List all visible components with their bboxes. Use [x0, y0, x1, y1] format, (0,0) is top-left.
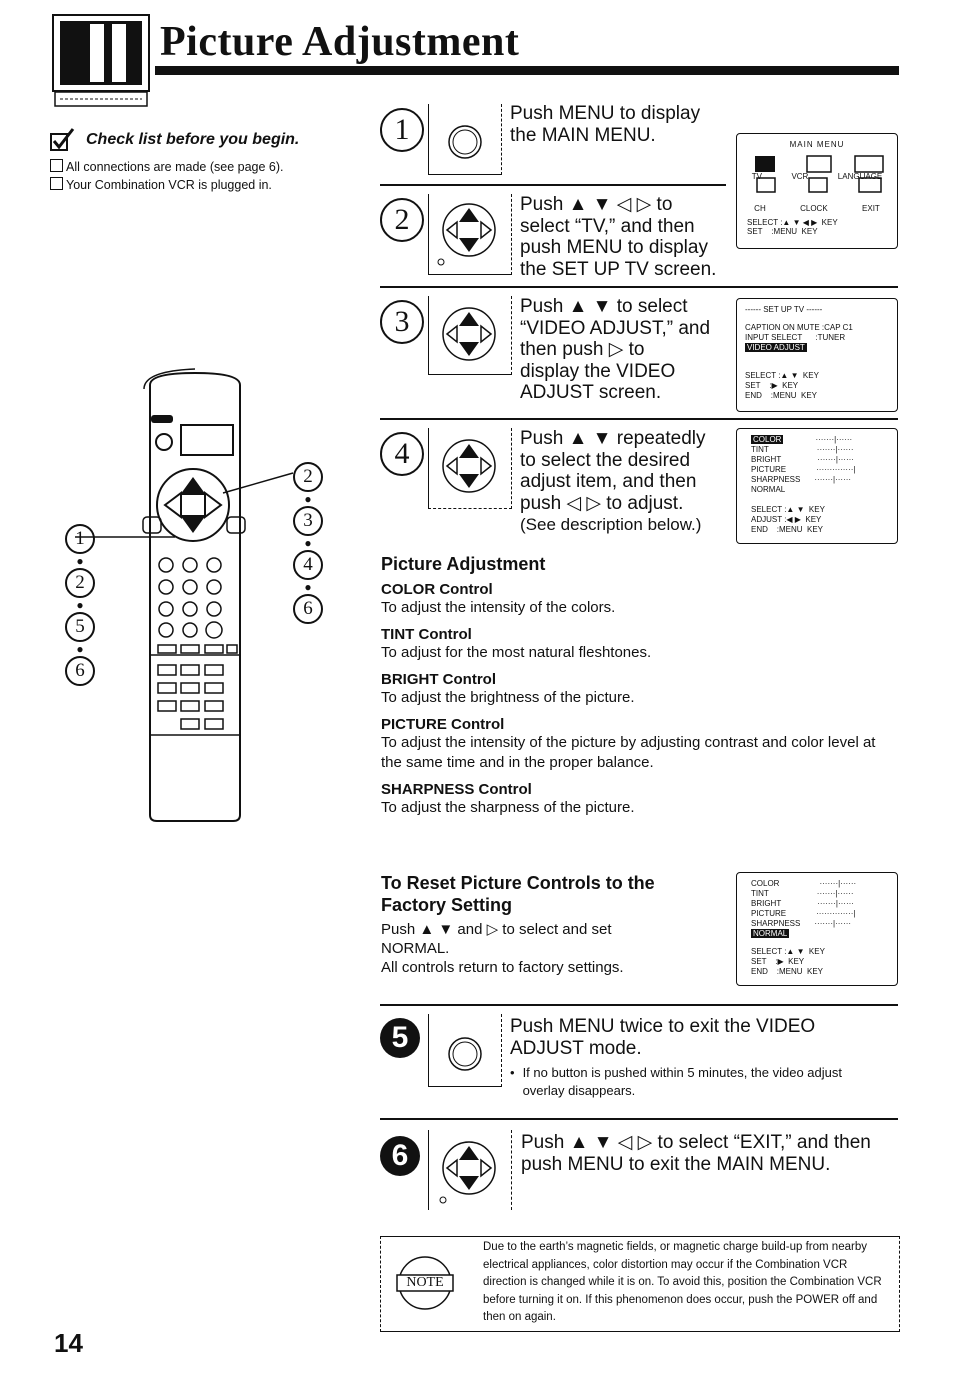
control-desc: To adjust the intensity of the colors.: [381, 599, 616, 616]
reset-section: To Reset Picture Controls to the Factory…: [381, 872, 726, 977]
step-6-text: Push ▲ ▼ ◁ ▷ to select “EXIT,” and then …: [521, 1132, 871, 1175]
callout-1: 1: [65, 524, 95, 554]
page-title: Picture Adjustment: [160, 19, 520, 65]
control-desc: To adjust for the most natural fleshtone…: [381, 644, 652, 661]
divider: [380, 286, 898, 288]
checklist: Check list before you begin. All connect…: [50, 128, 350, 194]
menu-button-icon: [428, 104, 502, 175]
note-box: NOTE Due to the earth’s magnetic fields,…: [380, 1236, 900, 1332]
selected-item: COLOR: [751, 435, 784, 444]
reset-heading: To Reset Picture Controls to the: [381, 873, 655, 893]
reset-menu-screen: COLOR·······|······ TINT·······|······ B…: [736, 872, 898, 986]
callout-2: 2: [65, 568, 95, 598]
control-desc: To adjust the sharpness of the picture.: [381, 799, 635, 816]
step-number: 3: [380, 300, 424, 344]
main-menu-screen: MAIN MENU TV VCR LANGUAGE CH CLOCK EXIT …: [736, 133, 898, 249]
checklist-item: All connections are made (see page 6).: [50, 158, 350, 176]
dpad-icon: [428, 194, 512, 275]
callout-4: 4: [293, 550, 323, 580]
step-number: 4: [380, 432, 424, 476]
callout-5: 5: [65, 612, 95, 642]
control-name: BRIGHT Control: [381, 671, 496, 688]
control-desc: To adjust the intensity of the picture b…: [381, 734, 876, 771]
divider: [380, 1004, 898, 1006]
checkbox-icon: [50, 159, 63, 172]
callout-2: 2: [293, 462, 323, 492]
checkmark-icon: [50, 128, 76, 152]
checklist-item: Your Combination VCR is plugged in.: [50, 176, 350, 194]
dpad-icon: [428, 296, 512, 375]
divider: [380, 1118, 898, 1120]
step-1-text: Push MENU to display the MAIN MENU.: [510, 103, 701, 146]
video-adjust-screen: COLOR·······|······ TINT·······|······ B…: [736, 428, 898, 544]
note-text: Due to the earth’s magnetic fields, or m…: [483, 1241, 882, 1323]
remote-callouts-right: 2 ● 3 ● 4 ● 6: [290, 462, 326, 624]
step-number: 5: [380, 1018, 420, 1058]
checkbox-icon: [50, 177, 63, 190]
callout-6: 6: [293, 594, 323, 624]
step-4-text: Push ▲ ▼ repeatedly to select the desire…: [520, 428, 706, 534]
checklist-heading: Check list before you begin.: [86, 131, 300, 148]
control-name: PICTURE Control: [381, 716, 505, 733]
step-number: 1: [380, 108, 424, 152]
step-5-bullet: •If no button is pushed within 5 minutes…: [510, 1065, 842, 1098]
step-5-text: Push MENU twice to exit the VIDEO ADJUST…: [510, 1016, 816, 1059]
control-name: SHARPNESS Control: [381, 781, 532, 798]
reset-heading: Factory Setting: [381, 895, 513, 915]
divider: [380, 184, 726, 186]
step-number: 2: [380, 198, 424, 242]
tv-vcr-header-icon: [52, 14, 152, 108]
divider: [380, 418, 898, 420]
dpad-icon: [428, 428, 512, 509]
step-2-text: Push ▲ ▼ ◁ ▷ to select “TV,” and then pu…: [520, 194, 717, 280]
remote-callouts-left: 1 ● 2 ● 5 ● 6: [62, 524, 98, 686]
section-heading: Picture Adjustment: [381, 554, 546, 574]
callout-3: 3: [293, 506, 323, 536]
control-name: TINT Control: [381, 626, 472, 643]
picture-adjustment-section: Picture Adjustment COLOR Control To adju…: [381, 554, 901, 818]
menu-button-icon: [428, 1014, 502, 1087]
title-rule: [155, 66, 899, 75]
remote-control-illustration: [55, 365, 355, 825]
step-3-text: Push ▲ ▼ to select “VIDEO ADJUST,” and t…: [520, 296, 711, 403]
control-name: COLOR Control: [381, 581, 493, 598]
selected-item: NORMAL: [751, 929, 790, 938]
setup-tv-screen: ------ SET UP TV ------ CAPTION ON MUTE …: [736, 298, 898, 412]
control-desc: To adjust the brightness of the picture.: [381, 689, 635, 706]
note-badge: NOTE: [395, 1253, 455, 1313]
page-number: 14: [54, 1328, 83, 1358]
selected-item: VIDEO ADJUST: [745, 343, 807, 352]
dpad-icon: [428, 1130, 512, 1210]
callout-6: 6: [65, 656, 95, 686]
step-number: 6: [380, 1136, 420, 1176]
